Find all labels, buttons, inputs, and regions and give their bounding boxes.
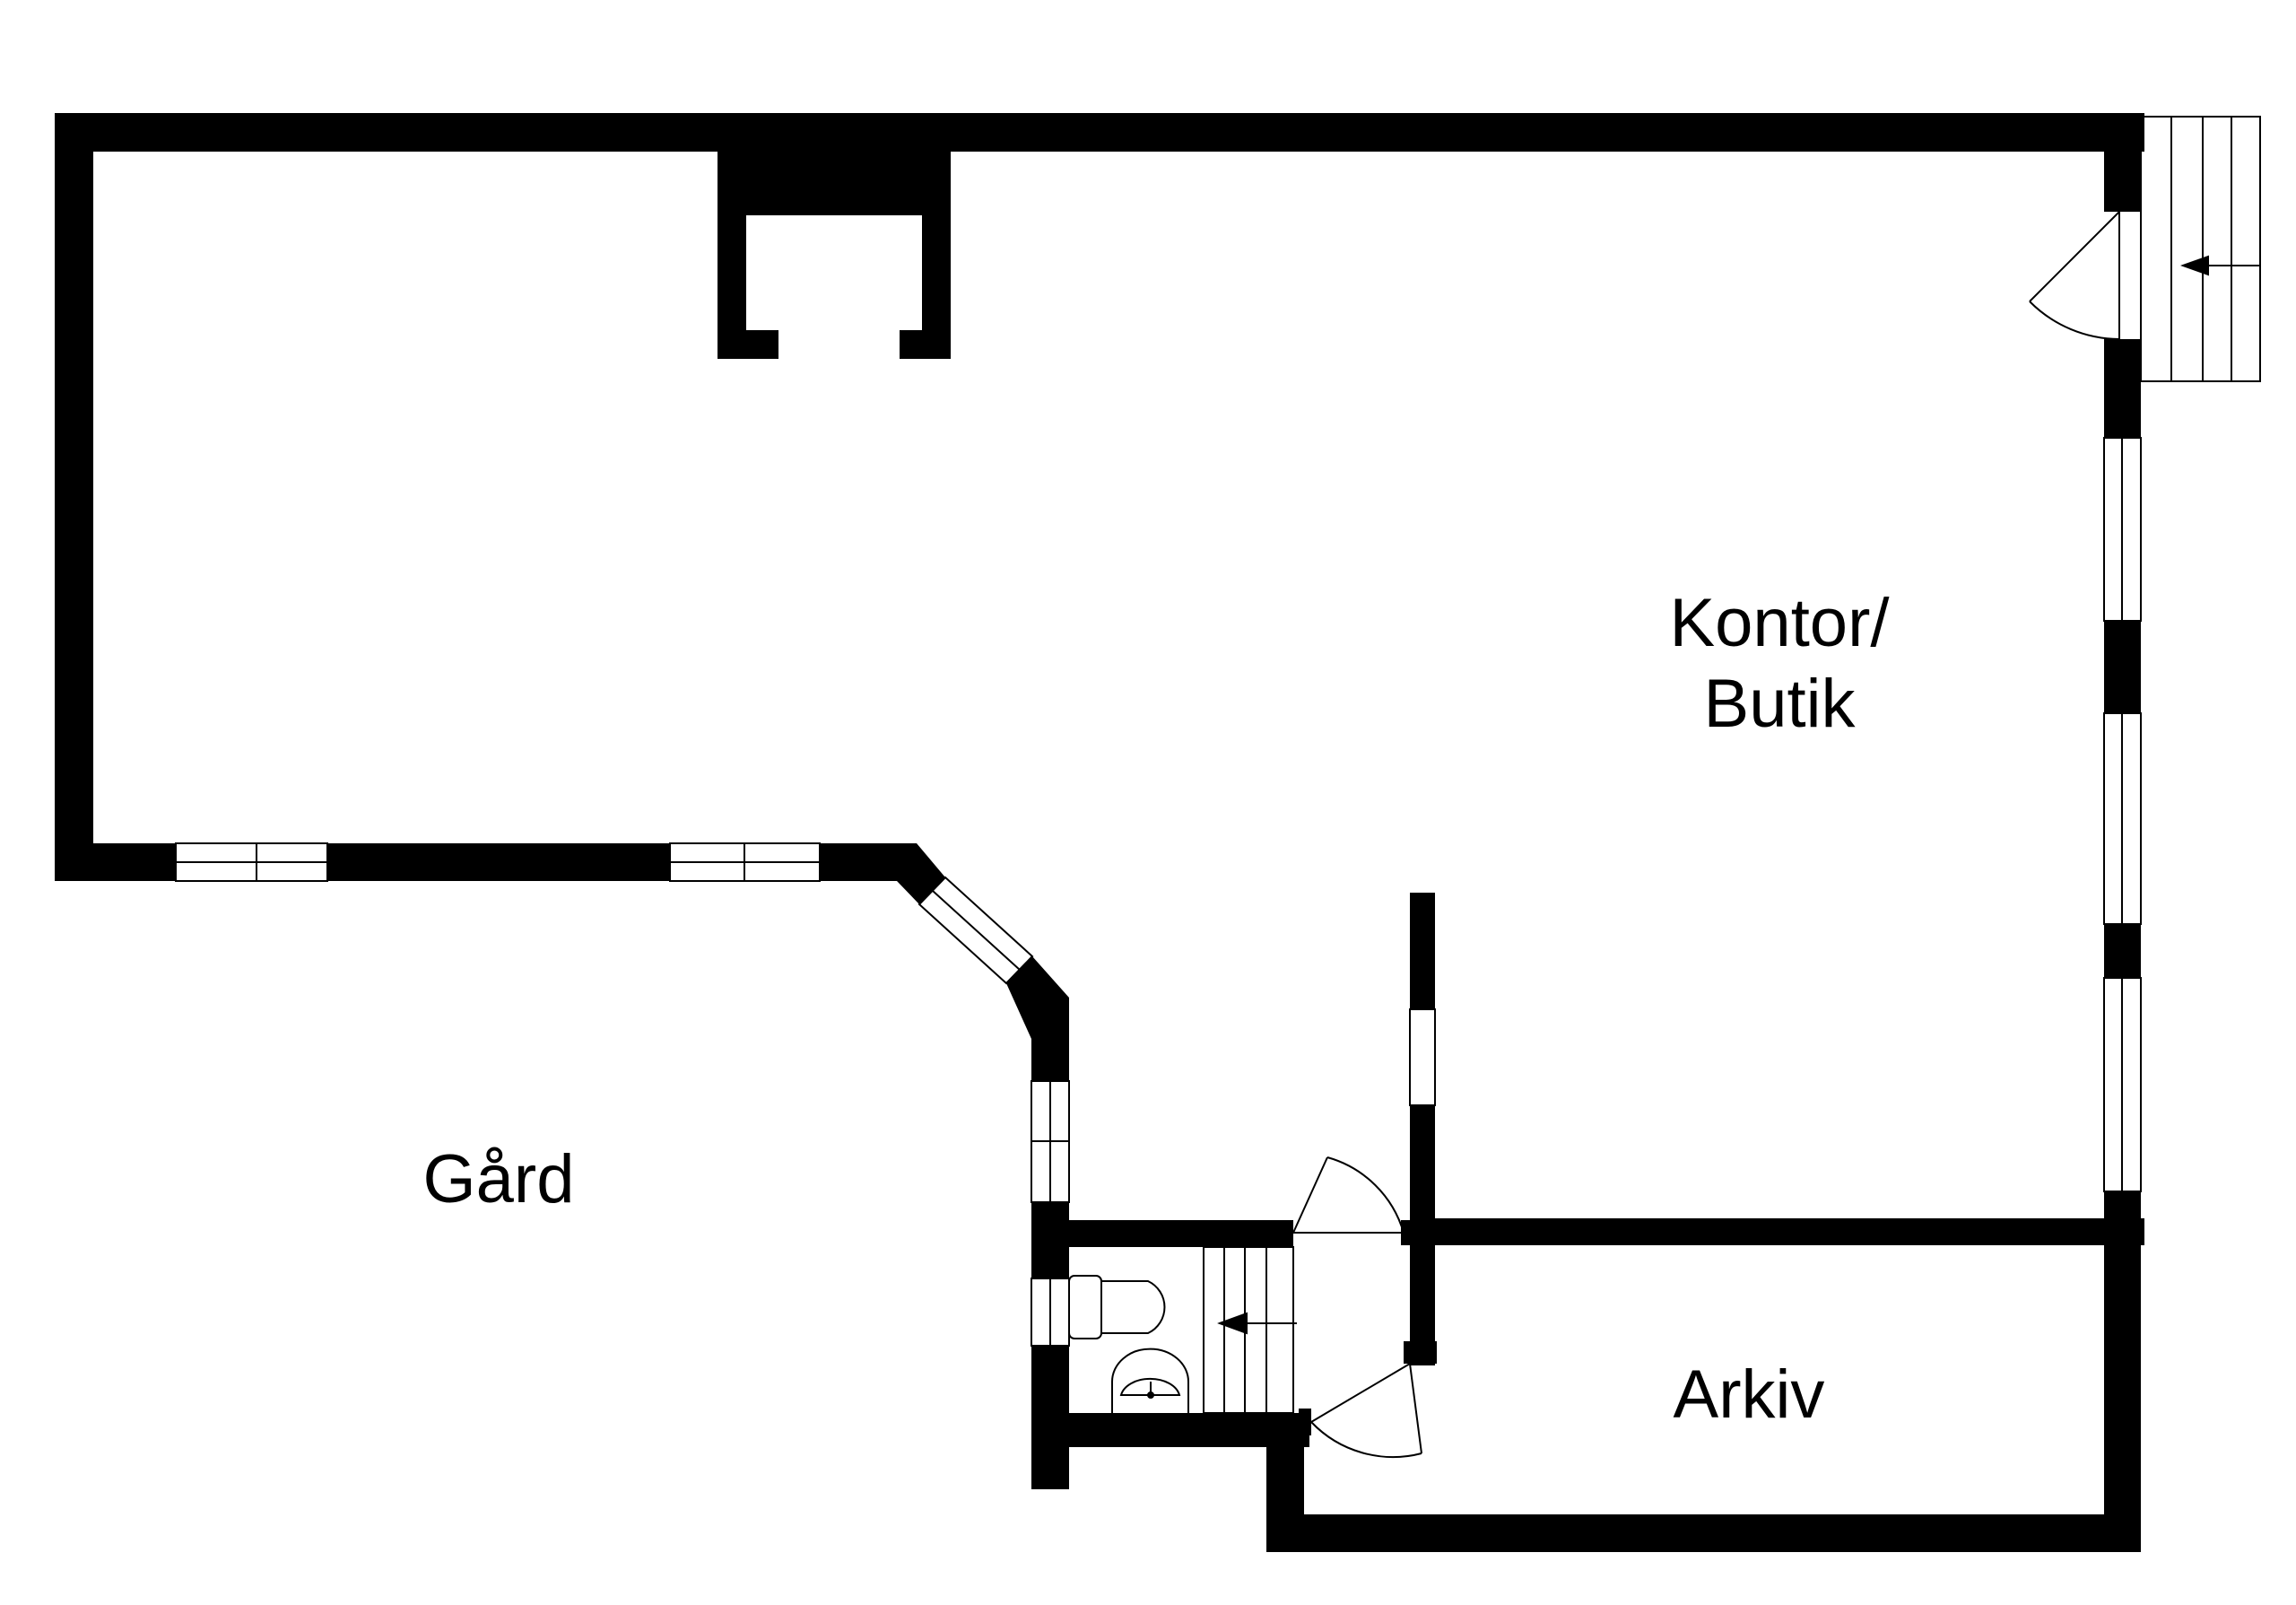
wall-archive-top [1431,1218,2144,1245]
wall-top [55,113,2144,152]
wall-archive-right [2104,1191,2141,1552]
exterior-stairs [2140,116,2261,382]
toilet-icon [1068,1275,1166,1339]
wall-archive-top-left [1401,1220,1435,1245]
room-label-kontor-line1: Kontor/ [1669,585,1890,661]
wall-right-top [2104,113,2141,212]
wall-toilet-left-upper [1031,1032,1069,1081]
wall-right-c [2104,924,2141,978]
wall-archive-bottom [1266,1514,2141,1552]
wall-partition-top [1410,893,1435,1009]
chimney-top [718,148,951,215]
window-icon [2103,712,2142,925]
window-icon [1409,1008,1436,1106]
stairs-arrow-icon [2180,255,2215,276]
wall-post-door [1299,1409,1311,1435]
room-label-gard: Gård [423,1141,575,1217]
chimney-left-foot [718,330,778,359]
stairs-arrow-icon [1217,1312,1297,1335]
door-swing-icon [1310,1363,1422,1459]
wall-toilet-bottom [1031,1413,1309,1447]
wall-diagonal-lower [1006,956,1069,1039]
window-icon [1031,1080,1070,1203]
window-icon [669,842,821,882]
interior-stairs [1203,1246,1297,1414]
wall-bottom-left-2 [327,843,670,881]
window-icon [2103,437,2142,622]
room-label-arkiv: Arkiv [1674,1356,1825,1433]
door-swing-icon [1292,1156,1405,1234]
wall-toilet-top [1031,1220,1293,1247]
chimney-right [922,148,951,359]
wall-left [55,113,93,881]
chimney-right-foot [900,330,951,359]
wall-partition-kink [1404,1341,1437,1364]
doors [1292,211,2120,1459]
wall-right-b [2104,621,2141,713]
windows [175,437,2142,1347]
walls [55,113,2144,1552]
chimney-left [718,148,746,359]
window-icon [175,842,328,882]
door-swing-icon [2029,211,2120,340]
wall-right-a [2104,339,2141,438]
sink-icon [1111,1348,1189,1413]
window-icon [1031,1278,1070,1347]
room-label-kontor-line2: Butik [1704,666,1857,742]
wall-bottom-left-1 [55,843,176,881]
window-icon [918,876,1034,985]
window-icon [2103,977,2142,1192]
